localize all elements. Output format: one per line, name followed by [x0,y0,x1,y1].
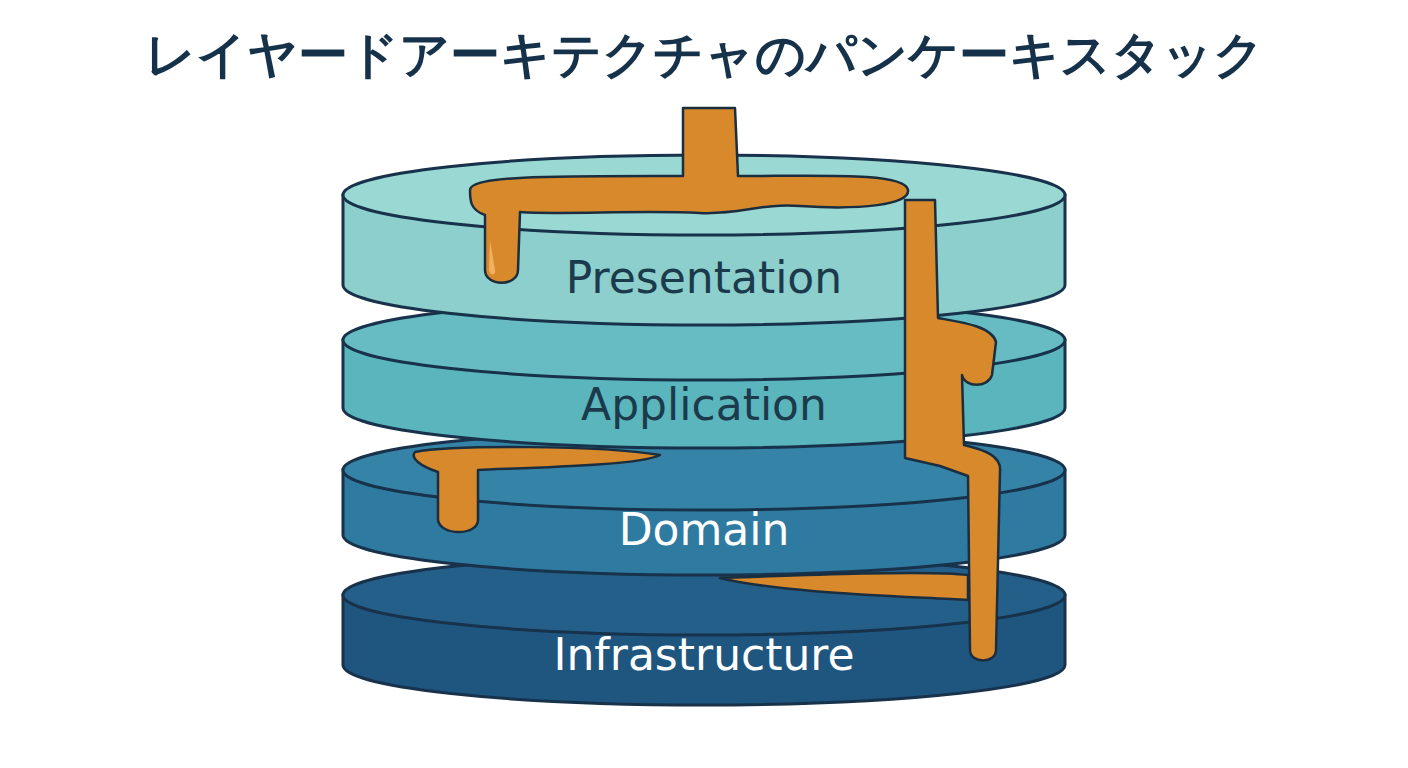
layer-label: Application [343,380,1065,430]
layer-label: Infrastructure [343,630,1065,680]
pancake-layer: Presentation [343,155,1065,325]
layer-label: Domain [343,505,1065,555]
pancake-layer: Infrastructure [343,555,1065,705]
pancake-layer: Domain [343,430,1065,575]
diagram-title: レイヤードアーキテクチャのパンケーキスタック [0,22,1408,89]
layer-label: Presentation [343,253,1065,303]
